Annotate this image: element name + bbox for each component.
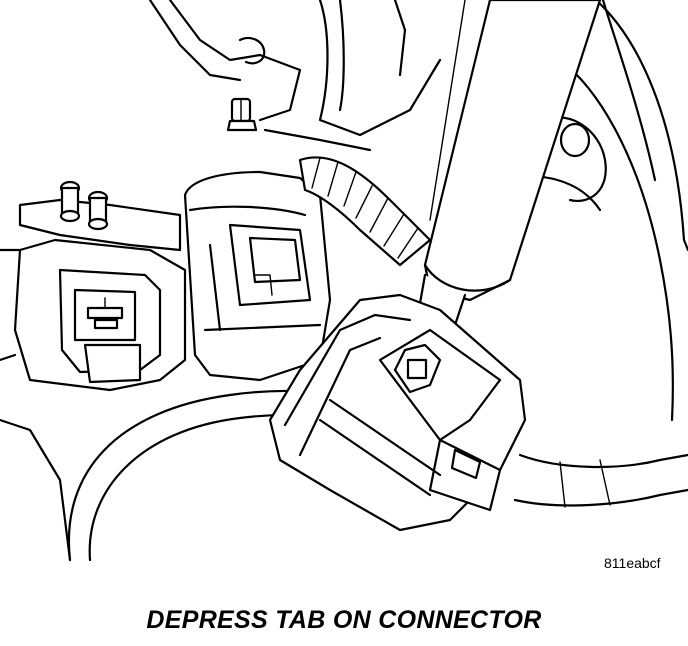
wiring-conduit: [298, 156, 432, 267]
left-connector: [0, 238, 187, 392]
harness-cable: [513, 453, 688, 508]
bolt: [226, 97, 258, 132]
upper-bracket: [148, 0, 442, 152]
figure-caption: DEPRESS TAB ON CONNECTOR: [146, 606, 542, 634]
mounting-plate: [18, 180, 182, 252]
figure-code: 811eabcf: [604, 555, 661, 571]
main-connector: [268, 293, 527, 532]
middle-connector: [183, 170, 332, 382]
